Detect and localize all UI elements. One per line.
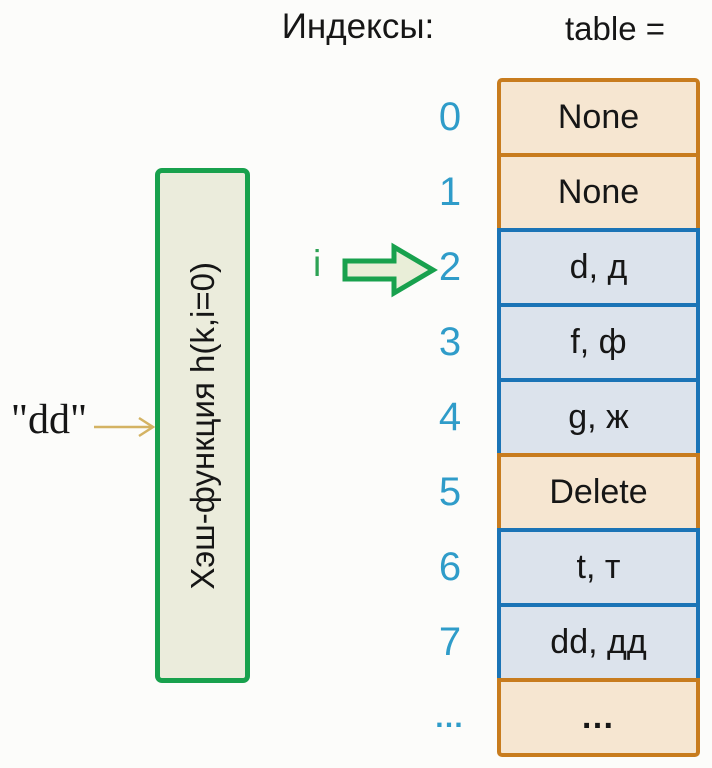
index-column: 0 1 2 3 4 5 6 7 …	[405, 80, 495, 755]
index-pointer-arrow-icon	[342, 242, 438, 298]
index-label-4: 4	[438, 395, 462, 439]
table-cell-8: …	[497, 678, 700, 757]
input-key-label: "dd"	[10, 397, 88, 443]
table-cell-6: t, т	[497, 528, 700, 607]
index-label-7: 7	[438, 620, 462, 664]
index-label-0: 0	[438, 95, 462, 139]
table-cell-7: dd, дд	[497, 603, 700, 682]
table-cell-1: None	[497, 153, 700, 232]
key-to-hash-arrow-icon	[94, 416, 156, 438]
table-cell-2: d, д	[497, 228, 700, 307]
table-cell-5: Delete	[497, 453, 700, 532]
table-header: table =	[565, 10, 665, 47]
index-label-8: …	[434, 700, 466, 734]
index-label-3: 3	[438, 320, 462, 364]
hash-function-label: Хэш-функция h(k,i=0)	[183, 261, 221, 590]
index-label-6: 6	[438, 545, 462, 589]
probe-index-label: i	[313, 243, 322, 284]
table-cell-3: f, ф	[497, 303, 700, 382]
indices-header: Индексы:	[281, 7, 435, 46]
index-label-1: 1	[438, 170, 462, 214]
table-cell-0: None	[497, 78, 700, 157]
hash-function-box: Хэш-функция h(k,i=0)	[155, 168, 250, 683]
index-label-2: 2	[438, 245, 462, 289]
index-label-5: 5	[438, 470, 462, 514]
table-cell-4: g, ж	[497, 378, 700, 457]
